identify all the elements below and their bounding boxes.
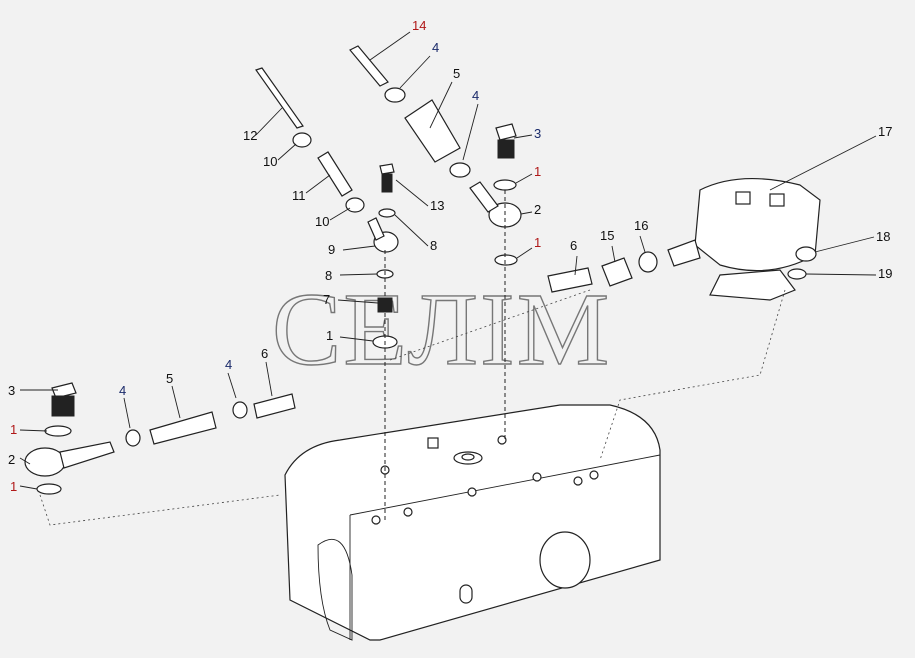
callout-part-4: 4 <box>432 40 439 55</box>
leader-line <box>277 143 297 161</box>
leader-line <box>520 211 533 215</box>
callout-part-1: 1 <box>326 328 333 343</box>
callout-part-6: 6 <box>261 346 268 361</box>
leader-line <box>611 245 616 263</box>
leader-line <box>19 485 38 490</box>
leader-line <box>337 299 379 304</box>
callout-part-16: 16 <box>634 218 648 233</box>
callout-part-17: 17 <box>878 124 892 139</box>
callout-part-4: 4 <box>225 357 232 372</box>
leader-line <box>329 207 351 221</box>
callout-part-10: 10 <box>263 154 277 169</box>
callout-part-19: 19 <box>878 266 892 281</box>
callout-part-12: 12 <box>243 128 257 143</box>
callout-part-5: 5 <box>453 66 460 81</box>
callout-part-4: 4 <box>472 88 479 103</box>
callout-part-7: 7 <box>323 292 330 307</box>
leader-line <box>265 361 273 397</box>
callout-part-4: 4 <box>119 383 126 398</box>
leader-line <box>639 235 646 253</box>
callout-part-5: 5 <box>166 371 173 386</box>
fuel-tank <box>284 404 661 641</box>
callout-part-1: 1 <box>534 164 541 179</box>
callout-part-13: 13 <box>430 198 444 213</box>
left-banjo-assembly <box>24 382 296 495</box>
leader-line <box>429 81 453 129</box>
callout-part-8: 8 <box>325 268 332 283</box>
callout-part-1: 1 <box>534 235 541 250</box>
leader-line <box>339 273 378 276</box>
center-assembly <box>255 45 522 349</box>
callout-part-9: 9 <box>328 242 335 257</box>
leader-line <box>805 273 877 276</box>
callout-part-1: 1 <box>10 479 17 494</box>
callout-part-11: 11 <box>292 188 306 203</box>
leader-line <box>342 245 376 251</box>
leader-line <box>255 107 283 136</box>
leader-line <box>814 236 875 253</box>
leader-line <box>227 372 237 399</box>
right-filter-assembly <box>547 177 821 301</box>
leader-line <box>516 247 533 259</box>
leader-line <box>305 174 331 194</box>
callout-part-2: 2 <box>534 202 541 217</box>
callout-part-3: 3 <box>8 383 15 398</box>
leader-line <box>399 55 431 89</box>
leader-line <box>769 135 877 191</box>
callout-part-15: 15 <box>600 228 614 243</box>
leader-line <box>513 134 533 139</box>
callout-part-14: 14 <box>412 18 426 33</box>
callout-part-6: 6 <box>570 238 577 253</box>
leader-line <box>394 214 429 247</box>
callout-part-18: 18 <box>876 229 890 244</box>
leader-line <box>515 173 533 184</box>
callout-part-8: 8 <box>430 238 437 253</box>
leader-line <box>462 103 479 161</box>
leader-line <box>19 457 31 465</box>
leader-line <box>339 336 374 342</box>
leader-line <box>574 255 578 276</box>
leader-line <box>171 385 181 419</box>
leader-line <box>369 31 411 61</box>
callout-part-1: 1 <box>10 422 17 437</box>
callout-part-2: 2 <box>8 452 15 467</box>
leader-line <box>395 179 429 207</box>
leader-line <box>123 397 131 429</box>
callout-part-3: 3 <box>534 126 541 141</box>
leader-line <box>19 429 48 432</box>
callout-part-10: 10 <box>315 214 329 229</box>
